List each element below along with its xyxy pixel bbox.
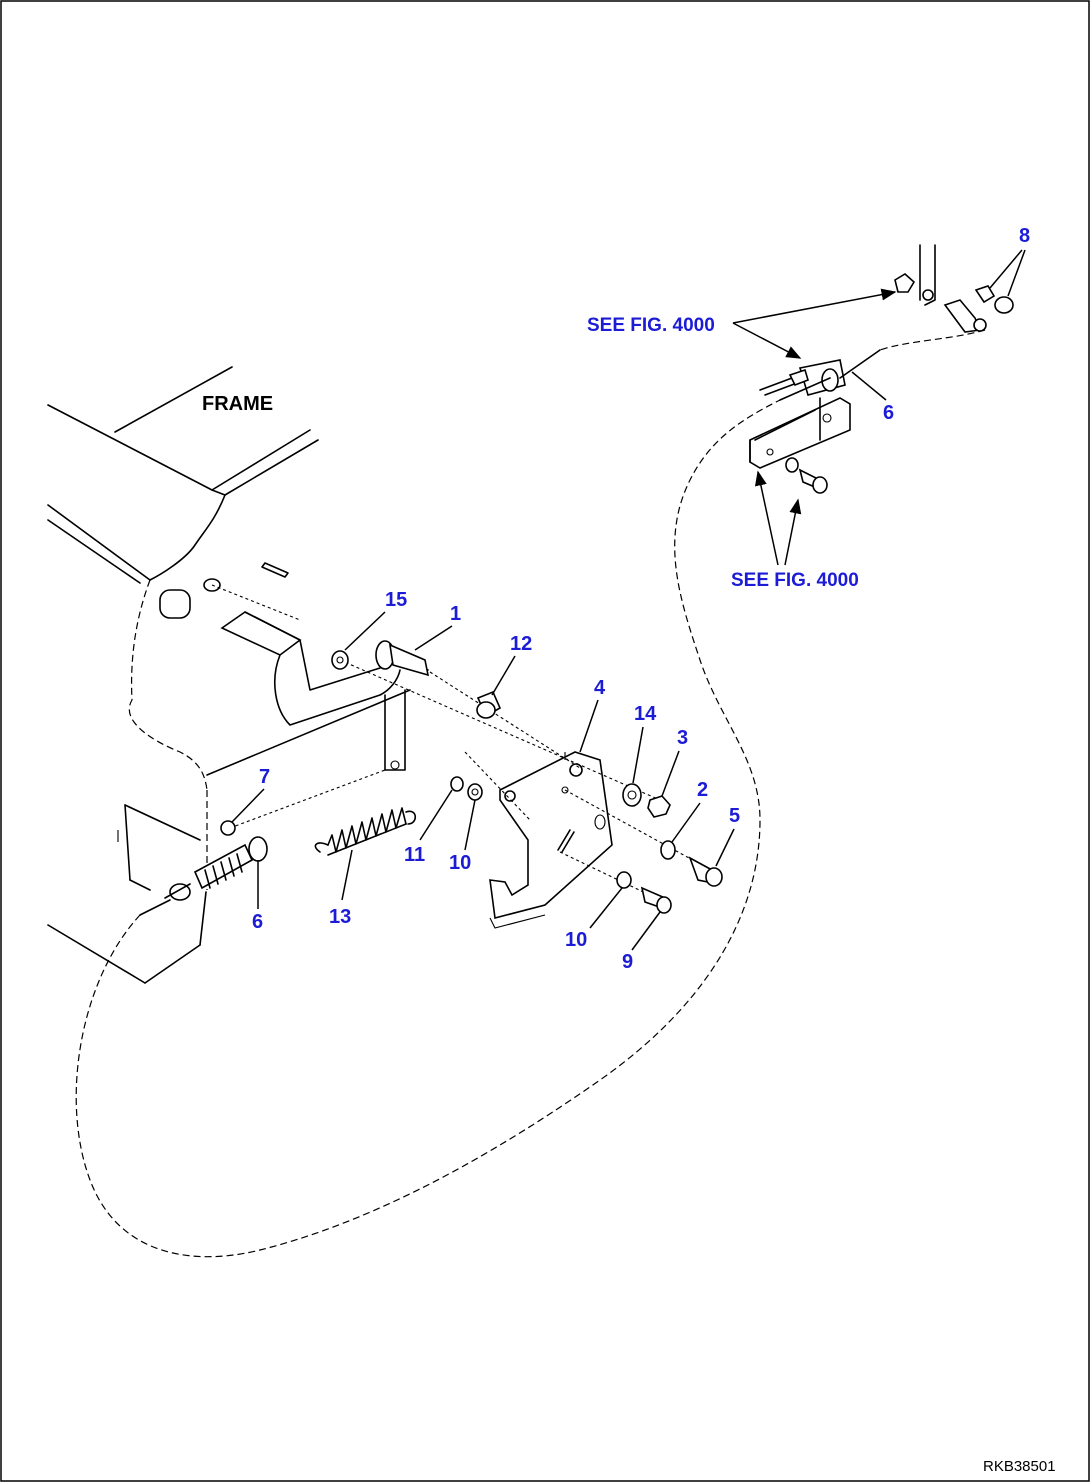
see-fig-label-bottom: SEE FIG. 4000 <box>731 570 859 591</box>
drawing-code: RKB38501 <box>983 1458 1056 1475</box>
see-fig-label-top: SEE FIG. 4000 <box>587 315 715 336</box>
callout-12: 12 <box>510 633 532 655</box>
callout-13: 13 <box>329 906 351 928</box>
part-callouts: 15 1 12 4 14 3 2 5 7 6 13 11 10 10 9 6 8 <box>231 225 1030 973</box>
upper-bracket-assembly <box>749 244 1014 494</box>
callout-5: 5 <box>729 805 740 827</box>
callout-10-left: 10 <box>449 852 471 874</box>
callout-4: 4 <box>594 677 606 699</box>
callout-8: 8 <box>1019 225 1030 247</box>
frame-structure: FRAME <box>47 366 411 984</box>
assembly-axes <box>229 659 721 901</box>
callout-2: 2 <box>697 779 708 801</box>
callout-11: 11 <box>404 844 425 866</box>
callout-10-right: 10 <box>565 929 587 951</box>
callout-3: 3 <box>677 727 688 749</box>
pedal-bracket <box>489 751 613 929</box>
callout-6-upper: 6 <box>883 402 894 424</box>
brake-pedal <box>203 562 430 771</box>
hardware <box>220 650 723 914</box>
callout-6-lower: 6 <box>252 911 263 933</box>
callout-9: 9 <box>622 951 633 973</box>
callout-15: 15 <box>385 589 407 611</box>
brake-cable <box>75 399 781 1258</box>
frame-label: FRAME <box>202 393 273 415</box>
return-spring <box>314 807 417 856</box>
see-fig-references: SEE FIG. 4000 SEE FIG. 4000 <box>587 288 897 591</box>
callout-7: 7 <box>259 766 270 788</box>
callout-1: 1 <box>450 603 461 625</box>
callout-14: 14 <box>634 703 657 725</box>
cable-end-pedal <box>139 836 268 916</box>
